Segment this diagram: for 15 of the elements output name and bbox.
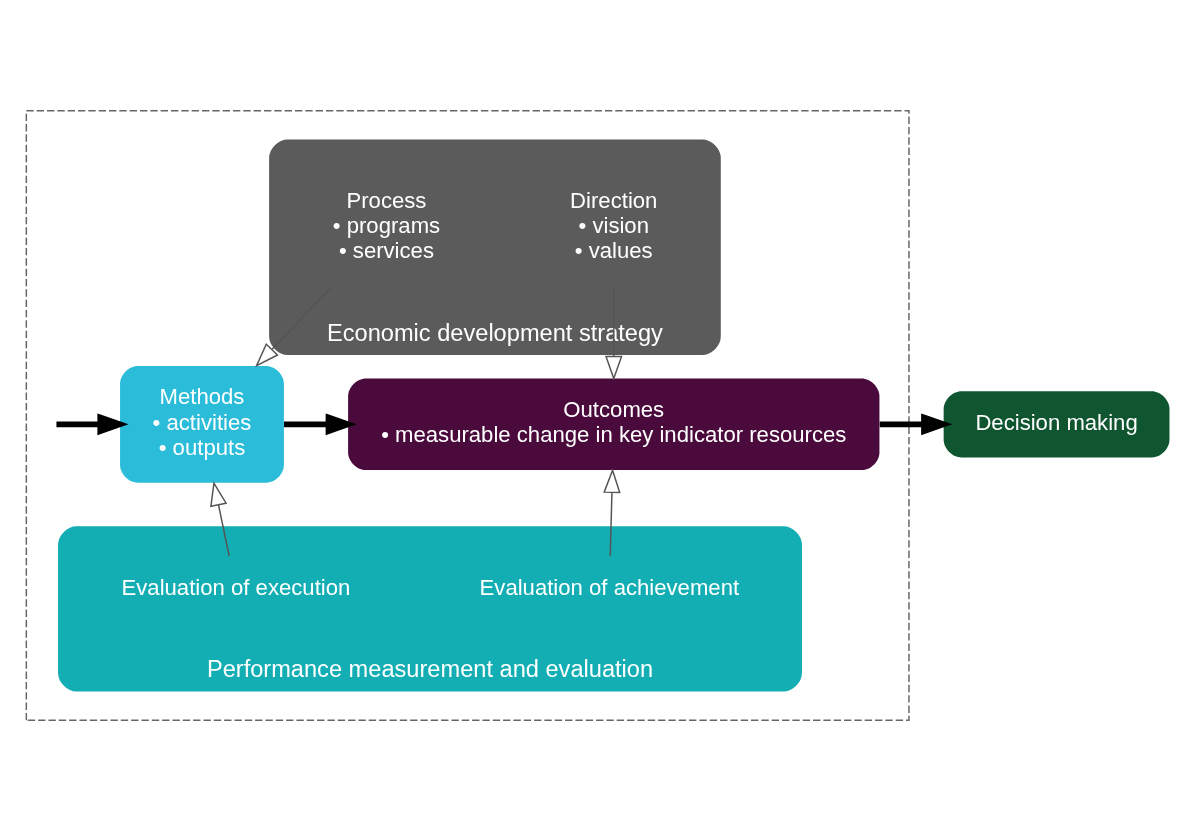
arrow — [603, 467, 621, 557]
node-box: Outcomes • measurable change in key indicator resources — [348, 378, 880, 471]
node-box: Methods • activities • outputs — [120, 366, 284, 483]
arrow — [879, 413, 953, 436]
node-text: Direction • vision • values — [570, 188, 658, 264]
arrow — [284, 413, 357, 436]
cluster — [25, 109, 910, 722]
node-text: Evaluation of execution — [121, 574, 351, 600]
node-text: Process • programs • services — [332, 188, 441, 264]
arrow — [255, 285, 333, 368]
node-box: Decision making — [943, 391, 1170, 458]
arrow — [210, 480, 230, 557]
node-text: Evaluation of achievement — [479, 574, 740, 600]
arrow — [56, 413, 129, 436]
arrow — [604, 285, 623, 381]
